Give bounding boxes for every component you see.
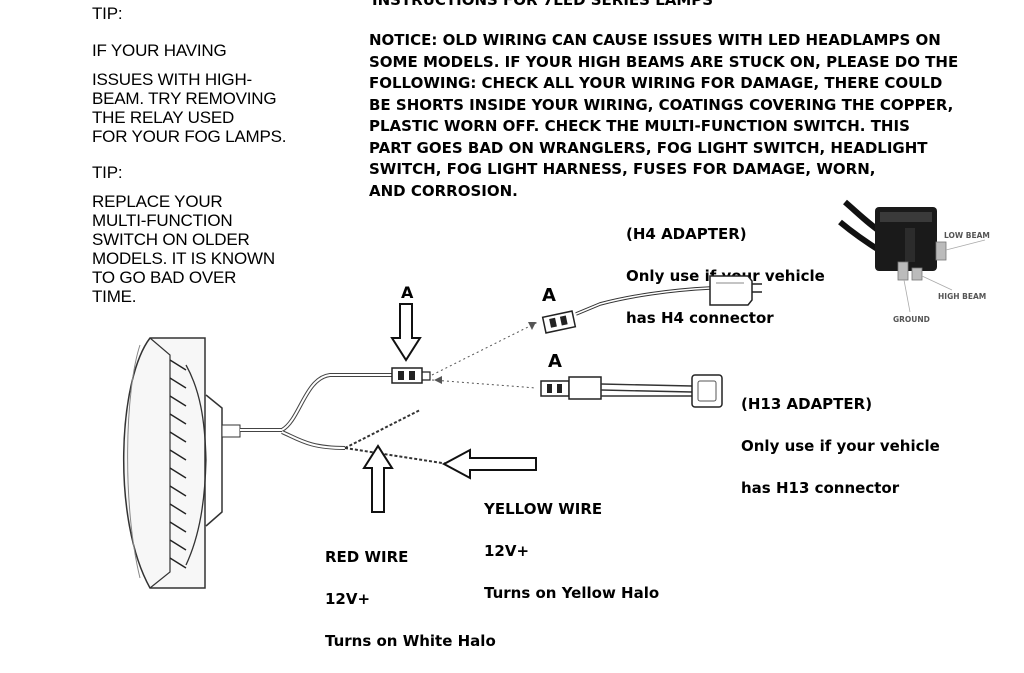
yellow-wire-desc: Turns on Yellow Halo bbox=[484, 584, 660, 602]
red-wire-desc: Turns on White Halo bbox=[325, 632, 496, 650]
low-beam-label: LOW BEAM bbox=[944, 231, 990, 240]
arrow-up-icon bbox=[362, 444, 394, 513]
red-wire-title: RED WIRE bbox=[325, 548, 409, 566]
arrow-down-icon bbox=[390, 303, 422, 362]
h4-connector-photo bbox=[838, 199, 986, 313]
h13-adapter-line1: Only use if your vehicle bbox=[741, 437, 940, 455]
harness-wires bbox=[240, 373, 392, 450]
h13-adapter-illustration bbox=[540, 374, 723, 408]
h13-adapter-line2: has H13 connector bbox=[741, 479, 900, 497]
tip-1-heading: TIP: bbox=[92, 4, 123, 23]
h13-adapter-label: (H13 ADAPTER) Only use if your vehicle h… bbox=[741, 373, 940, 520]
tip-1-lead: IF YOUR HAVING bbox=[92, 41, 227, 60]
headlamp-illustration bbox=[122, 337, 241, 589]
pigtail-wires bbox=[344, 409, 456, 466]
wiring-diagram bbox=[122, 199, 986, 589]
tip-1-body: ISSUES WITH HIGH- BEAM. TRY REMOVING THE… bbox=[92, 70, 287, 146]
connector-a-label-h13: A bbox=[548, 351, 562, 372]
arrow-left-icon bbox=[441, 448, 537, 480]
tip-2-body: REPLACE YOUR MULTI-FUNCTION SWITCH ON OL… bbox=[92, 192, 275, 306]
connector-a-label-harness: A bbox=[401, 283, 414, 302]
h13-adapter-title: (H13 ADAPTER) bbox=[741, 395, 873, 413]
guide-arrowheads bbox=[434, 322, 536, 384]
yellow-wire-label: YELLOW WIRE 12V+ Turns on Yellow Halo bbox=[484, 478, 659, 625]
tip-2-heading: TIP: bbox=[92, 163, 123, 182]
notice-text: NOTICE: OLD WIRING CAN CAUSE ISSUES WITH… bbox=[369, 31, 959, 200]
h4-adapter-line2: has H4 connector bbox=[626, 309, 774, 327]
connection-guides bbox=[431, 321, 539, 389]
yellow-wire-voltage: 12V+ bbox=[484, 542, 530, 560]
ground-label: GROUND bbox=[893, 315, 930, 324]
h4-adapter-illustration bbox=[541, 275, 762, 334]
yellow-wire-title: YELLOW WIRE bbox=[484, 500, 603, 518]
connector-a-label-h4: A bbox=[542, 285, 556, 306]
high-beam-label: HIGH BEAM bbox=[938, 292, 987, 301]
harness-connector-a bbox=[391, 367, 431, 384]
page-title: INSTRUCTIONS FOR 7LED SERIES LAMPS bbox=[372, 0, 714, 9]
h4-adapter-title: (H4 ADAPTER) bbox=[626, 225, 747, 243]
